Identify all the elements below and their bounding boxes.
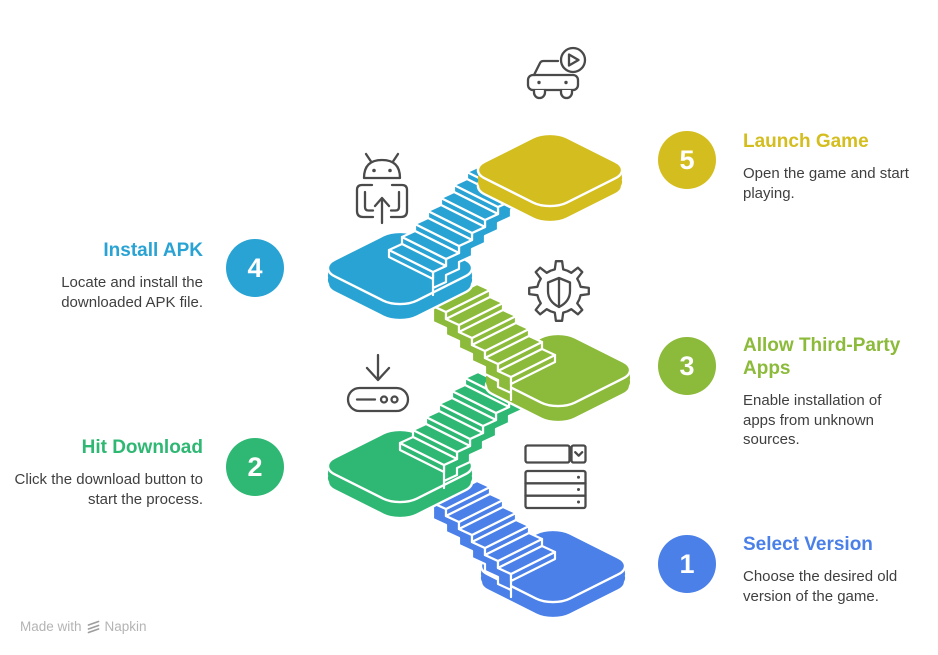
step-1-text: Select Version Choose the desired old ve… [743, 533, 933, 606]
step-2-number-badge: 2 [226, 438, 284, 496]
shield-gear-icon [528, 260, 590, 322]
step-2-text: Hit Download Click the download button t… [13, 436, 203, 509]
watermark-brand: Napkin [104, 619, 147, 634]
step-2-description: Click the download button to start the p… [14, 471, 203, 508]
napkin-logo-icon [87, 620, 99, 633]
step-5-number-badge: 5 [658, 131, 716, 189]
step-4-description: Locate and install the downloaded APK fi… [61, 274, 203, 311]
step-1-number-badge: 1 [658, 535, 716, 593]
stairs-to-step-3 [431, 282, 557, 402]
android-install-icon [355, 152, 409, 225]
step-1-description: Choose the desired old version of the ga… [743, 568, 898, 605]
step-5-text: Launch Game Open the game and start play… [743, 130, 933, 203]
step-5-description: Open the game and start playing. [743, 165, 909, 202]
platform-step-5 [468, 129, 632, 227]
step-5-title: Launch Game [743, 131, 869, 152]
step-4-title: Install APK [103, 240, 203, 261]
watermark: Made with Napkin [20, 619, 147, 634]
download-icon [346, 353, 410, 413]
step-3-description: Enable installation of apps from unknown… [743, 392, 882, 448]
version-list-icon [524, 444, 587, 510]
stairs-to-step-2 [398, 370, 524, 490]
stairs-to-step-1 [431, 479, 557, 599]
step-2-title: Hit Download [81, 437, 203, 458]
step-1-title: Select Version [743, 534, 873, 555]
step-4-number-badge: 4 [226, 239, 284, 297]
stairs-to-step-4 [387, 164, 526, 297]
car-play-icon [526, 46, 587, 100]
step-3-number-badge: 3 [658, 337, 716, 395]
step-3-text: Allow Third-Party Apps Enable installati… [743, 334, 933, 450]
step-4-text: Install APK Locate and install the downl… [13, 239, 203, 312]
step-3-title: Allow Third-Party Apps [743, 335, 901, 379]
watermark-text: Made with [20, 619, 82, 634]
